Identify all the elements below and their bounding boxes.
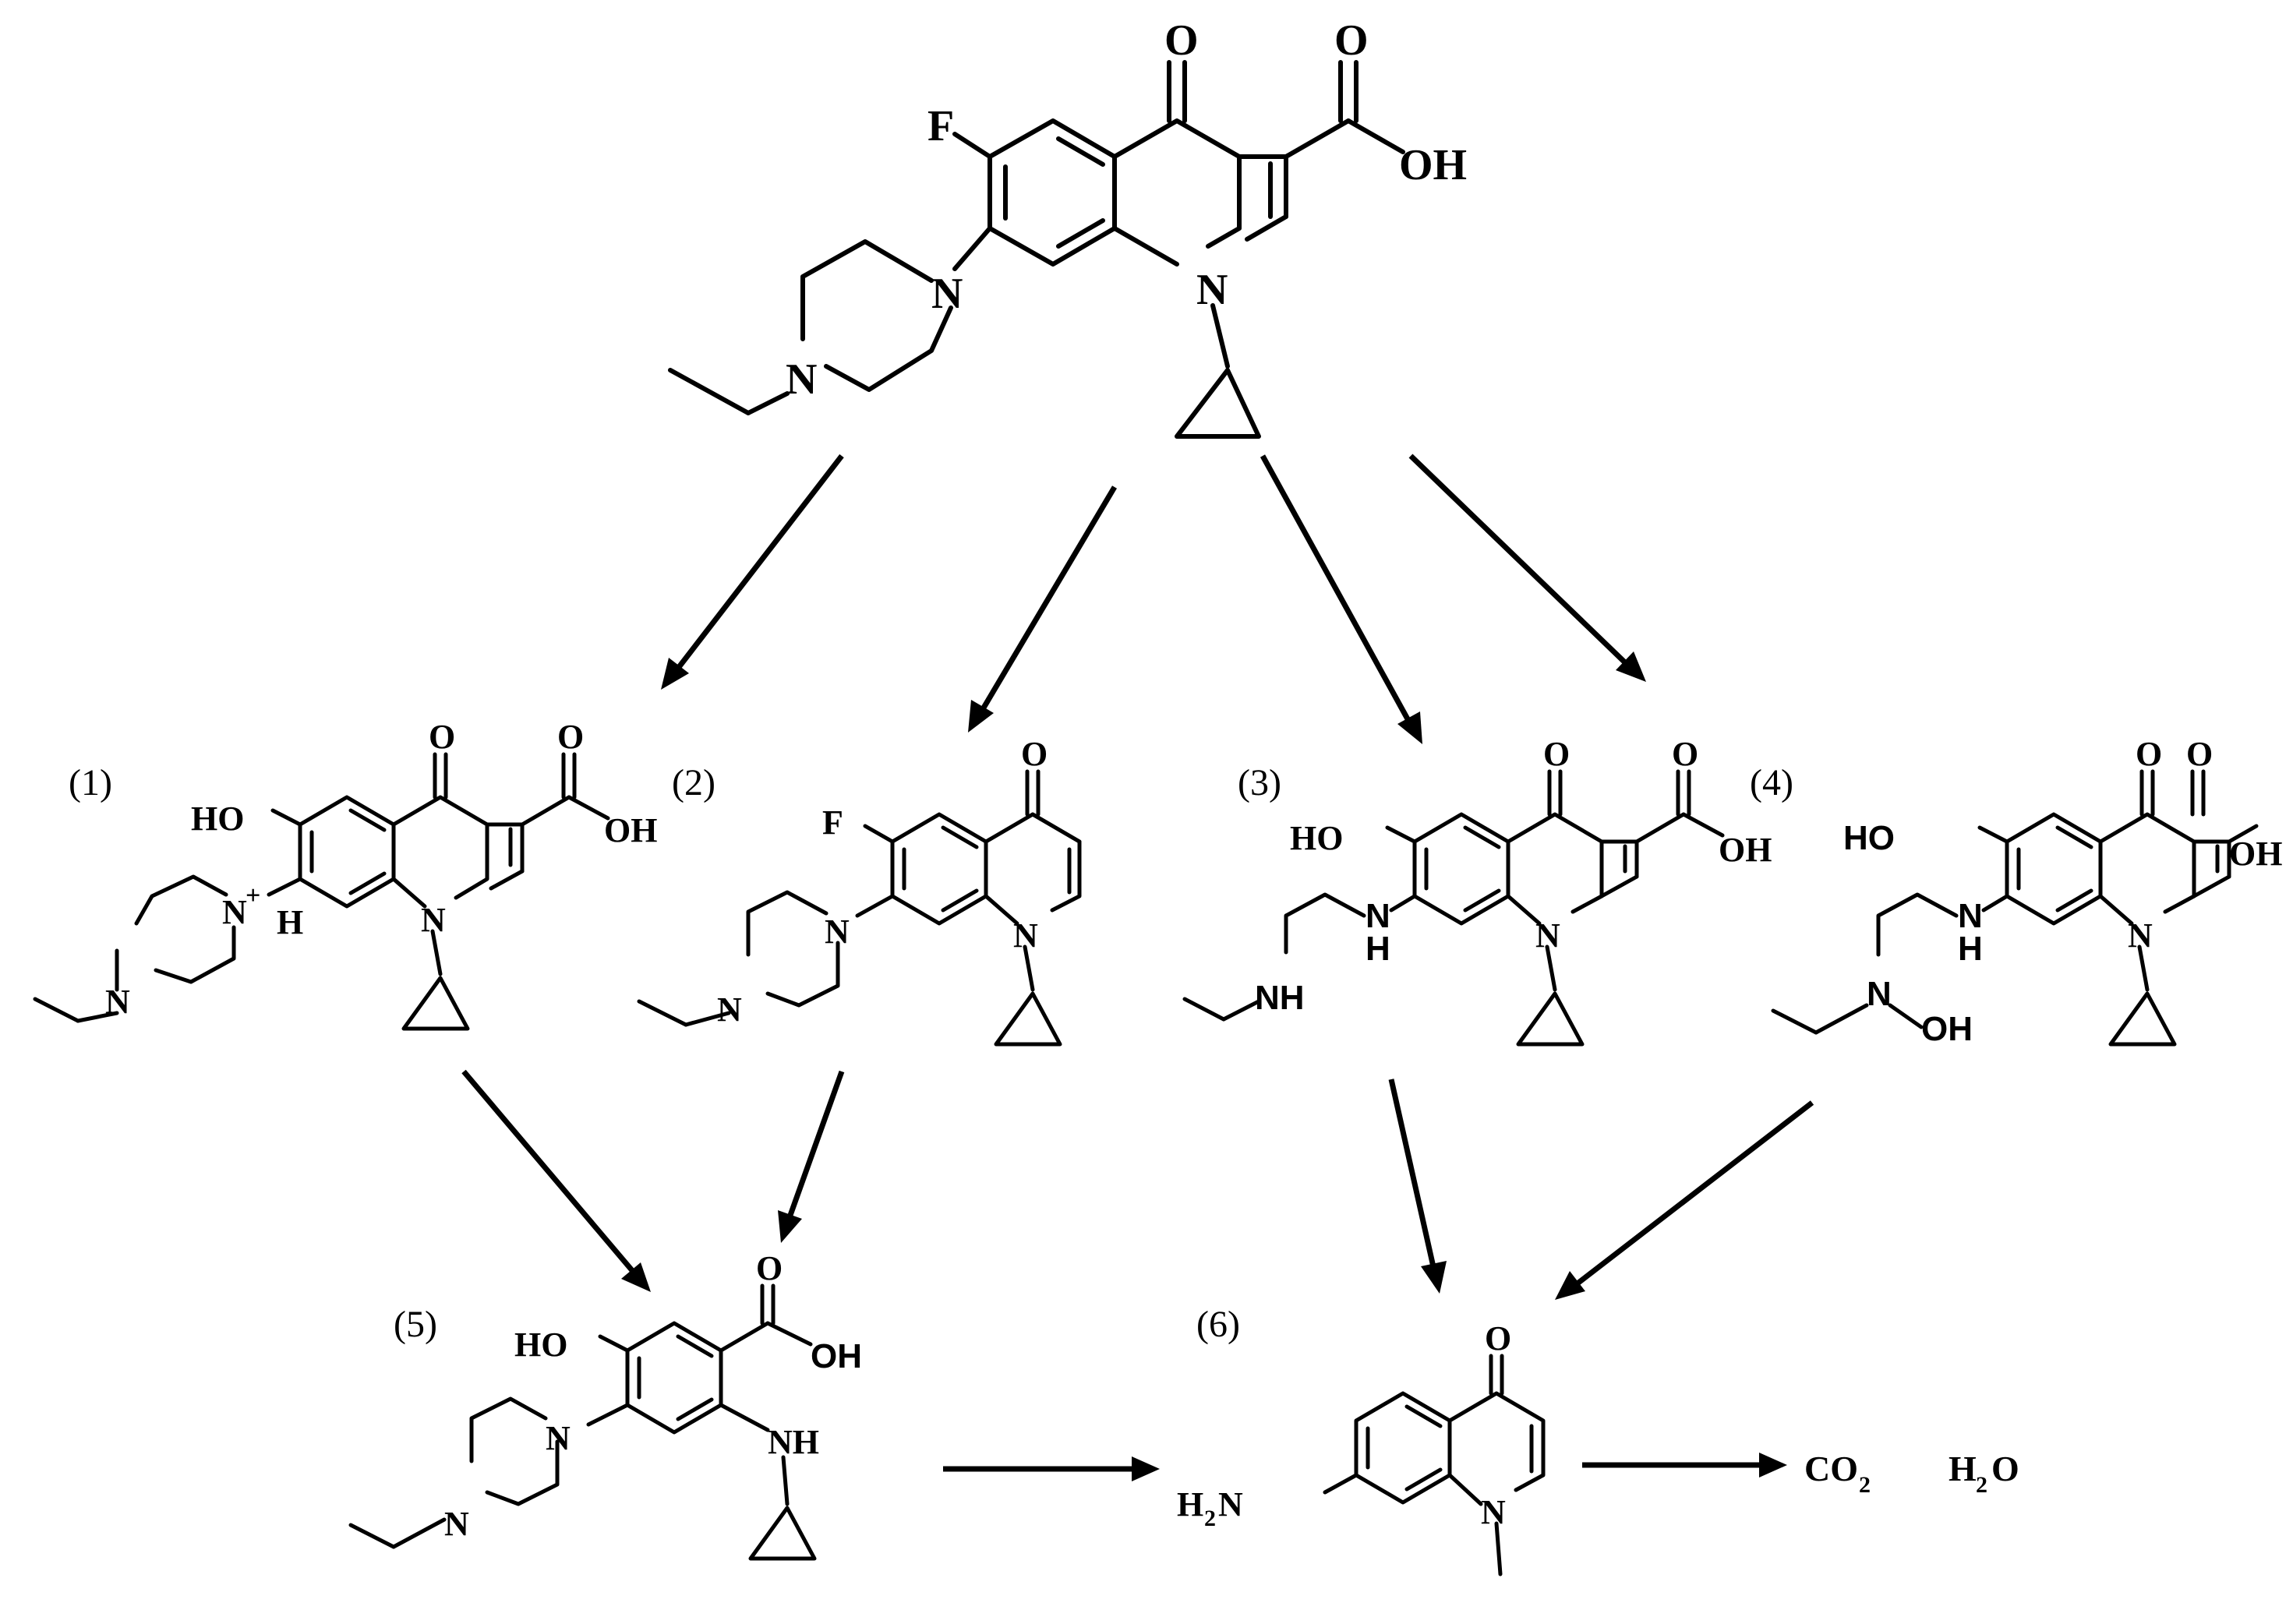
parent-acid-oxygen: O (1334, 16, 1369, 65)
compound-2-fluorine: F (822, 803, 843, 842)
parent-acid-hydroxyl: OH (1399, 141, 1467, 189)
compound-2-quinolone-nitrogen: N (1013, 916, 1038, 955)
compound-6-label: (6) (1196, 1304, 1240, 1345)
compound-3: (3) HO O O OH N N H NH (1182, 735, 1772, 1047)
parent-molecule: F O O OH N N N (668, 16, 1467, 439)
compound-6-amine-subscript: 2 (1204, 1506, 1216, 1531)
compound-1-positive-charge: + (246, 881, 260, 910)
parent-quinolone-nitrogen: N (1196, 266, 1228, 314)
water-h: H (1949, 1449, 1977, 1488)
compound-4: (4) HO O O OH N N H N OH (1750, 735, 2282, 1048)
compound-1-label: (1) (69, 762, 112, 803)
compound-1-hydroxyl-ho: HO (191, 800, 244, 838)
compound-5-cyclopropylamine-nh: NH (768, 1423, 819, 1461)
compound-5: (5) HO O OH NH N N (348, 1249, 862, 1561)
compound-3-amine-hydrogen: H (1366, 930, 1390, 968)
water-subscript: 2 (1976, 1472, 1987, 1498)
compound-6-amine-n: N (1218, 1485, 1243, 1523)
compound-4-tertiary-nitrogen: N (1867, 975, 1892, 1013)
water-o: O (1991, 1449, 2019, 1488)
compound-5-acid-oxygen: O (756, 1249, 783, 1287)
compound-6-quinolone-nitrogen: N (1481, 1493, 1506, 1531)
compound-2-label: (2) (672, 762, 715, 803)
carbon-dioxide-subscript: 2 (1859, 1472, 1871, 1498)
compound-4-hydroxymethyl-oh: OH (1921, 1010, 1973, 1048)
compound-6: (6) O H 2 N N (1177, 1304, 1546, 1576)
parent-piperazine-nitrogen-b: N (786, 355, 817, 404)
compound-4-acid-oxygen: O (2186, 735, 2213, 773)
compound-1-protonated-nitrogen: N (222, 893, 247, 931)
parent-piperazine-nitrogen-a: N (931, 270, 963, 318)
compound-5-acid-hydroxyl: OH (811, 1337, 862, 1375)
compound-4-keto-oxygen: O (2136, 735, 2162, 773)
parent-keto-oxygen: O (1164, 16, 1199, 65)
compound-2-piperazine-nitrogen-b: N (717, 990, 742, 1029)
compound-4-amine-nitrogen: N (1958, 897, 1983, 935)
compound-3-label: (3) (1238, 762, 1281, 803)
compound-4-label: (4) (1750, 762, 1793, 803)
compound-2-keto-oxygen: O (1021, 735, 1048, 773)
compound-1-keto-oxygen: O (429, 718, 455, 756)
compound-5-hydroxyl-ho: HO (514, 1326, 567, 1364)
compound-1-acid-hydroxyl: OH (604, 811, 657, 849)
compound-4-hydroxyl-ho: HO (1843, 819, 1895, 857)
compound-4-amine-hydrogen: H (1958, 930, 1983, 968)
compound-1-quinolone-nitrogen: N (421, 901, 446, 939)
compound-6-amine-h: H (1177, 1485, 1203, 1523)
arrow-6-to-mineralization (1582, 1453, 1787, 1477)
mineralization-products: CO 2 H 2 O (1804, 1449, 2019, 1498)
compound-3-keto-oxygen: O (1543, 735, 1570, 773)
compound-3-acid-hydroxyl: OH (1719, 831, 1772, 869)
compound-4-quinolone-nitrogen: N (2128, 916, 2153, 955)
arrows-to-final-intermediates (461, 1069, 1814, 1300)
compound-4-acid-hydroxyl: OH (2229, 835, 2282, 873)
compound-1-proton-h: H (277, 903, 303, 941)
compound-2-piperazine-nitrogen-a: N (825, 913, 850, 951)
arrow-5-to-6 (943, 1456, 1160, 1481)
compound-3-hydroxyl-ho: HO (1290, 819, 1343, 857)
carbon-dioxide-formula: CO (1804, 1449, 1858, 1488)
compound-3-quinolone-nitrogen: N (1535, 916, 1560, 955)
compound-3-acid-oxygen: O (1672, 735, 1698, 773)
compound-6-keto-oxygen: O (1485, 1319, 1511, 1357)
compound-1: (1) HO O O OH N N + H N (33, 718, 657, 1031)
compound-5-label: (5) (394, 1304, 437, 1345)
compound-1-piperazine-nitrogen: N (105, 983, 130, 1021)
arrows-parent-to-products (661, 454, 1646, 744)
compound-3-amine-nitrogen: N (1366, 897, 1390, 935)
parent-fluorine: F (927, 102, 954, 150)
compound-1-acid-oxygen: O (557, 718, 584, 756)
compound-5-piperazine-nitrogen-a: N (546, 1419, 571, 1457)
compound-5-piperazine-nitrogen-b: N (444, 1505, 469, 1543)
compound-3-secondary-amine: NH (1255, 979, 1305, 1017)
compound-2: (2) F O N N N (637, 735, 1082, 1047)
